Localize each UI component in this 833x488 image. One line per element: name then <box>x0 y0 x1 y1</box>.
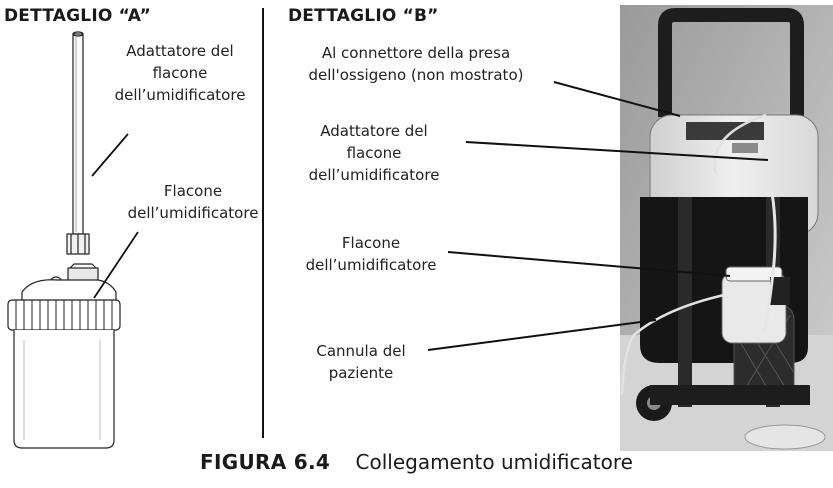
detail-b-adapter-label-line-2: flacone <box>346 144 402 162</box>
detail-a-adapter-label-line-2: flacone <box>152 64 208 82</box>
figure-title: Collegamento umidificatore <box>355 450 633 474</box>
detail-b-connector-label-line-1: Al connettore della presa <box>321 44 511 62</box>
concentrator-photo <box>620 5 833 451</box>
detail-b-bottle-label-line-2: dell’umidificatore <box>305 256 437 274</box>
detail-a-adapter-label-line-1: Adattatore del <box>126 42 234 60</box>
detail-a-bottle-label-line-2: dell’umidificatore <box>127 204 259 222</box>
detail-b-bottle-label-line-1: Flacone <box>341 234 401 252</box>
detail-b-cannula-label-line-1: Cannula del <box>316 342 406 360</box>
detail-b-bottle-label: Flacone dell’umidificatore <box>296 232 446 276</box>
detail-b-cannula-label: Cannula del paziente <box>296 340 426 384</box>
detail-a-bottle-label-line-1: Flacone <box>163 182 223 200</box>
detail-a-heading: DETTAGLIO “A” <box>4 6 151 26</box>
figure-caption: FIGURA 6.4 Collegamento umidificatore <box>0 450 833 474</box>
detail-divider <box>262 8 264 438</box>
detail-b-adapter-label: Adattatore del flacone dell’umidificator… <box>284 120 464 186</box>
humidifier-line-drawing <box>7 31 139 449</box>
detail-b-adapter-label-line-1: Adattatore del <box>320 122 428 140</box>
detail-a-adapter-label: Adattatore del flacone dell’umidificator… <box>90 40 270 106</box>
detail-a-adapter-label-line-3: dell’umidificatore <box>114 86 246 104</box>
detail-b-connector-label: Al connettore della presa dell'ossigeno … <box>282 42 550 86</box>
detail-b-heading: DETTAGLIO “B” <box>288 6 439 26</box>
detail-b-connector-label-line-2: dell'ossigeno (non mostrato) <box>308 66 524 84</box>
detail-a-bottle-label: Flacone dell’umidificatore <box>118 180 268 224</box>
figure-number: FIGURA 6.4 <box>200 450 331 474</box>
detail-b-cannula-label-line-2: paziente <box>328 364 394 382</box>
detail-b-adapter-label-line-3: dell’umidificatore <box>308 166 440 184</box>
